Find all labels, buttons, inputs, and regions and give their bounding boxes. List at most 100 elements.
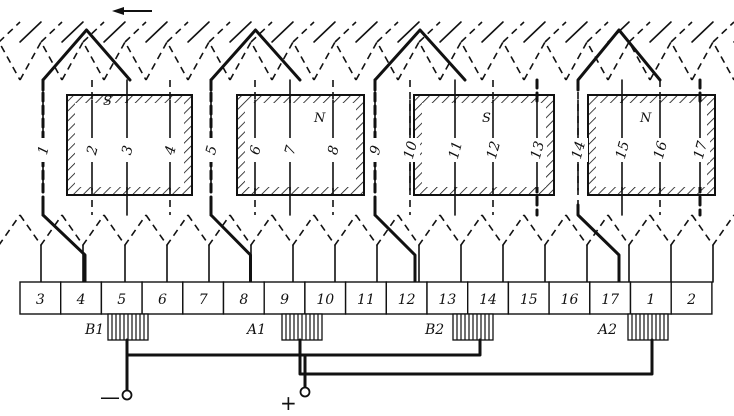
end-connection-bold	[576, 203, 621, 284]
conductor-label: 15	[613, 140, 633, 161]
end-connection-top	[124, 21, 147, 43]
conductor-label: 2	[84, 144, 102, 158]
segment-label: 12	[398, 292, 416, 308]
conductor-label: 17	[691, 140, 711, 161]
end-connection-bottom	[607, 214, 651, 247]
end-connection-top	[82, 21, 105, 43]
end-connection-top	[649, 21, 672, 43]
conductor-label: 1	[35, 144, 53, 157]
conductor-label-group: 16	[650, 138, 671, 162]
commutator-segment: 1	[629, 281, 672, 315]
segment-label: 16	[561, 292, 579, 308]
conductor-label: 13	[528, 140, 548, 161]
end-connection-top	[439, 40, 483, 81]
end-connection-bottom	[691, 214, 734, 247]
negative-terminal[interactable]	[121, 389, 133, 401]
end-connection-bottom	[145, 214, 189, 247]
commutator-segment: 4	[60, 281, 103, 315]
segment-label: 11	[357, 292, 375, 308]
rotation-arrow	[112, 7, 152, 15]
commutator-segment: 6	[141, 281, 184, 315]
segment-label: 10	[316, 292, 334, 308]
conductor-label: 3	[119, 144, 137, 157]
segment-label: 17	[601, 292, 619, 308]
commutator-segment: 10	[304, 281, 347, 315]
end-connection-top	[271, 40, 315, 81]
conductor-label: 16	[651, 140, 671, 161]
conductor-label-group: 3	[117, 138, 137, 162]
commutator-segment: 11	[344, 281, 388, 315]
end-connection-top	[691, 40, 734, 81]
end-connection-top	[292, 21, 315, 43]
segment-label: 14	[479, 292, 497, 308]
segment-label: 9	[280, 292, 289, 308]
end-connection-bold	[373, 203, 417, 284]
end-connection-top	[0, 21, 21, 43]
end-connection-top	[376, 21, 399, 43]
end-connection-top	[250, 21, 273, 43]
end-connection-top	[229, 21, 252, 43]
segment-label: 1	[646, 292, 655, 308]
end-connection-bottom	[103, 214, 147, 247]
segment-label: 3	[36, 292, 45, 308]
end-connection-bold	[209, 203, 252, 284]
segment-label: 8	[239, 292, 248, 308]
end-connection-top	[544, 21, 567, 43]
end-connection-bold	[41, 203, 87, 284]
commutator-segment: 17	[589, 281, 632, 315]
conductor-label: 10	[401, 140, 421, 161]
end-connection-top	[481, 21, 504, 43]
end-connection-top	[523, 40, 567, 81]
end-connection-top	[628, 21, 651, 43]
brush: B1	[84, 313, 149, 341]
end-connection-top	[481, 40, 525, 81]
end-connection-top	[607, 40, 651, 81]
segment-label: 15	[520, 292, 538, 308]
pole-label: N	[639, 111, 652, 126]
end-connection-top	[355, 40, 399, 81]
conductor-label-group: 12	[483, 138, 504, 162]
commutator-segment: 3	[19, 281, 62, 315]
end-connection-top	[19, 21, 42, 43]
end-connection-top	[187, 40, 231, 81]
conductor-label-group: 13	[527, 138, 548, 162]
end-connection-top	[103, 21, 126, 43]
segment-label: 7	[199, 292, 208, 308]
end-connection-top	[586, 21, 609, 43]
conductor-label: 12	[484, 140, 504, 161]
commutator-segment: 13	[426, 281, 469, 315]
end-connection-top	[166, 21, 189, 43]
conductor-label-group: 1	[33, 138, 53, 162]
negative-sign: —	[100, 385, 120, 409]
segment-label: 13	[438, 292, 456, 308]
end-connection-bottom	[439, 214, 483, 247]
end-connection-top	[40, 21, 63, 43]
end-connection-bottom	[523, 214, 567, 247]
end-connection-top	[187, 21, 210, 43]
conductor-label: 6	[247, 144, 265, 157]
commutator-segment: 9	[263, 281, 306, 315]
conductor-label-group: 7	[280, 138, 300, 162]
conductor-label: 8	[325, 144, 343, 157]
commutator-segment: 8	[222, 281, 265, 315]
conductor-label-group: 9	[365, 138, 385, 162]
end-connection-top	[691, 21, 714, 43]
end-connection-top	[0, 42, 21, 81]
end-connection-top	[271, 21, 294, 43]
end-connection-bottom	[481, 214, 525, 247]
end-connection-top	[523, 21, 546, 43]
end-connection-top	[208, 21, 231, 43]
conductor-label-group: 15	[612, 138, 633, 162]
conductor-label-group: 5	[201, 138, 221, 162]
end-connection-top	[712, 21, 734, 43]
segment-label: 2	[686, 292, 696, 308]
commutator-segment: 14	[467, 281, 510, 315]
conductor-label-group: 8	[323, 138, 343, 162]
commutator-segment: 16	[548, 281, 591, 315]
negative-bus	[125, 338, 482, 357]
end-connection-top	[61, 21, 84, 43]
pole-label: N	[313, 111, 326, 126]
positive-terminal[interactable]	[299, 386, 311, 398]
